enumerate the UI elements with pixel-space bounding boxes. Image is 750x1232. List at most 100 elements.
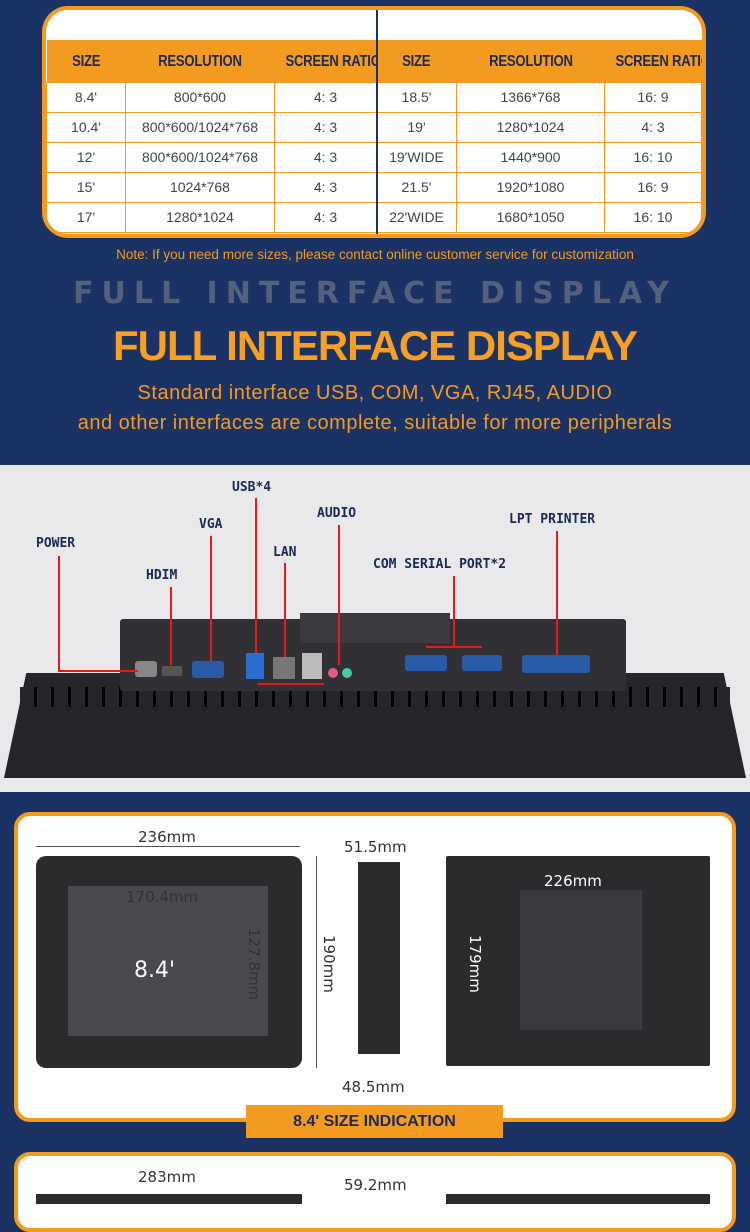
vesa-mount [300, 613, 450, 643]
table-cell: 15' [46, 171, 126, 203]
usb-port-white [302, 653, 322, 679]
subtitle-2: and other interfaces are complete, suita… [77, 412, 673, 434]
size-caption: 8.4' SIZE INDICATION [246, 1105, 503, 1138]
table-cell: 10.4' [46, 111, 126, 143]
table-cell: 16: 10 [604, 201, 702, 233]
dim-depth-2: 48.5mm [342, 1078, 405, 1096]
table-cell: 8.4' [46, 81, 126, 113]
table-cell: 1920*1080 [456, 171, 605, 203]
col-header: SCREEN RATIO [604, 40, 702, 82]
col-header-label: SIZE [402, 52, 431, 70]
col-header: SIZE [376, 40, 457, 82]
leader-line [284, 563, 286, 657]
leader-line [426, 646, 482, 648]
monitor-rear [446, 1194, 710, 1204]
table-cell: 4: 3 [274, 171, 377, 203]
label-hdmi: HDIM [146, 568, 178, 583]
col-header: RESOLUTION [456, 40, 605, 82]
leader-line [210, 536, 212, 661]
label-lpt: LPT PRINTER [509, 512, 596, 527]
dim-height: 190mm [320, 935, 338, 993]
label-com: COM SERIAL PORT*2 [373, 557, 507, 572]
vent-slots [20, 687, 730, 707]
col-header-label: SCREEN RATIO [614, 52, 702, 70]
leader-line [170, 587, 172, 665]
table-cell: 4: 3 [604, 111, 702, 143]
leader-line [556, 531, 558, 655]
table-cell: 800*600/1024*768 [125, 141, 275, 173]
com-port-1 [405, 655, 447, 671]
audio-out-jack [342, 668, 352, 678]
audio-mic-jack [328, 668, 338, 678]
dim-width: 283mm [138, 1168, 196, 1186]
table-cell: 800*600/1024*768 [125, 111, 275, 143]
table-cell: 19'WIDE [376, 141, 457, 173]
table-cell: 12' [46, 141, 126, 173]
col-header: SCREEN RATIO [274, 40, 377, 82]
subtitle-1: Standard interface USB, COM, VGA, RJ45, … [137, 382, 613, 404]
table-cell: 16: 10 [604, 141, 702, 173]
col-header-label: RESOLUTION [488, 52, 573, 70]
monitor-side [358, 862, 400, 1054]
ghost-title: FULL INTERFACE DISPLAY [73, 276, 677, 311]
table-cell: 4: 3 [274, 81, 377, 113]
dim-line [36, 846, 300, 847]
col-header-label: SIZE [71, 52, 101, 70]
label-usb: USB*4 [232, 480, 272, 495]
table-cell: 16: 9 [604, 171, 702, 203]
leader-line [453, 576, 455, 646]
label-vga: VGA [199, 517, 223, 532]
dim-screen-height: 127.8mm [245, 928, 263, 1001]
table-cell: 22'WIDE [376, 201, 457, 233]
screen-area [68, 886, 268, 1036]
table-cell: 4: 3 [274, 111, 377, 143]
table-cell: 1680*1050 [456, 201, 605, 233]
size-label: 8.4' [134, 958, 176, 983]
col-header: SIZE [46, 40, 126, 82]
label-lan: LAN [273, 545, 297, 560]
section-title: FULL INTERFACE DISPLAY [112, 322, 638, 369]
leader-line [258, 683, 324, 685]
note-text: Note: If you need more sizes, please con… [116, 247, 634, 262]
lpt-port [522, 655, 590, 673]
leader-line [58, 556, 60, 670]
label-audio: AUDIO [317, 506, 357, 521]
hdmi-port [162, 666, 182, 676]
dim-screen-width: 170.4mm [126, 888, 199, 906]
leader-line [338, 525, 340, 665]
dim-depth: 51.5mm [344, 838, 407, 856]
dim-width: 236mm [138, 828, 196, 846]
table-cell: 19' [376, 111, 457, 143]
dim-line [316, 856, 317, 1068]
dim-vesa-width: 226mm [544, 872, 602, 890]
col-header-label: SCREEN RATIO [284, 52, 377, 70]
table-cell: 800*600 [125, 81, 275, 113]
table-cell: 17' [46, 201, 126, 233]
table-cell: 4: 3 [274, 201, 377, 233]
table-cell: 1024*768 [125, 171, 275, 203]
col-header-label: RESOLUTION [158, 52, 242, 70]
vga-port [192, 661, 224, 678]
dim-depth: 59.2mm [344, 1176, 407, 1194]
table-divider [376, 10, 378, 234]
table-cell: 4: 3 [274, 141, 377, 173]
label-power: POWER [36, 536, 76, 551]
vesa-plate [520, 890, 642, 1030]
table-cell: 1280*1024 [125, 201, 275, 233]
size-table-card: SIZE RESOLUTION SCREEN RATIO SIZE RESOLU… [42, 6, 706, 238]
usb-port-blue [246, 653, 264, 679]
leader-line [255, 498, 257, 653]
interface-diagram: POWER HDIM VGA USB*4 LAN AUDIO COM SERIA… [0, 465, 750, 792]
table-cell: 21.5' [376, 171, 457, 203]
table-cell: 1366*768 [456, 81, 605, 113]
monitor-front [36, 1194, 302, 1204]
dim-vesa-height: 179mm [466, 935, 484, 993]
col-header: RESOLUTION [125, 40, 275, 82]
lan-port [273, 657, 295, 679]
power-port [135, 661, 157, 677]
